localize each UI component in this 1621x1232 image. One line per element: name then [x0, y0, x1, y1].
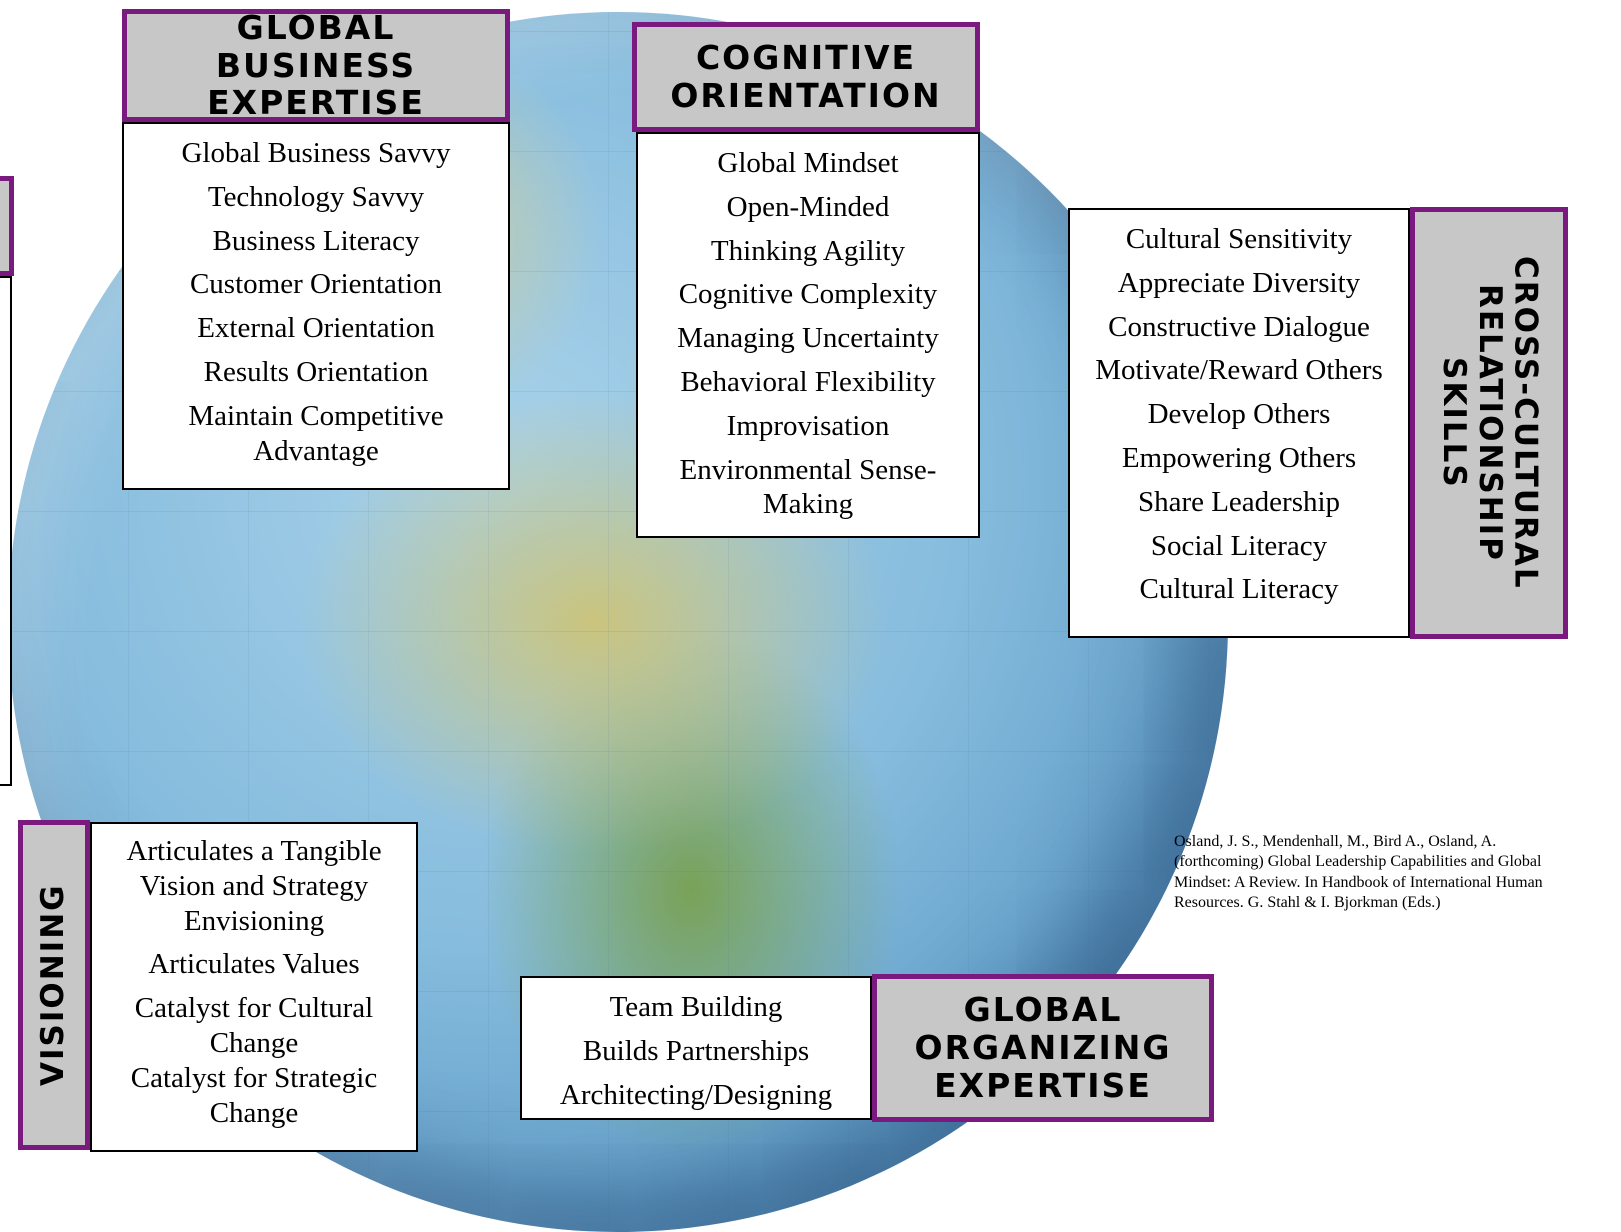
cross-cultural-skills-list: Cultural Sensitivity Appreciate Diversit…: [1068, 208, 1410, 638]
citation-text: Osland, J. S., Mendenhall, M., Bird A., …: [1174, 833, 1543, 912]
left-edge-partial-listbox: [0, 276, 12, 786]
list-item: Managing Uncertainty: [677, 322, 939, 355]
list-item: Constructive Dialogue: [1108, 310, 1370, 343]
visioning-list: Articulates a Tangible Vision and Strate…: [90, 822, 418, 1152]
list-item: Team Building: [609, 991, 783, 1023]
list-item: Articulates Values: [148, 948, 360, 981]
list-item: Behavioral Flexibility: [680, 365, 936, 398]
list-item: Environmental Sense-Making: [679, 453, 937, 521]
list-item: Improvisation: [726, 409, 890, 442]
list-item: Share Leadership: [1137, 485, 1341, 518]
list-item: Business Literacy: [212, 224, 420, 257]
cognitive-orientation-header: COGNITIVE ORIENTATION: [632, 22, 980, 132]
list-item: Develop Others: [1147, 398, 1331, 431]
list-item: Cultural Sensitivity: [1125, 223, 1353, 255]
list-item: Global Mindset: [717, 147, 899, 179]
cognitive-orientation-title: COGNITIVE ORIENTATION: [670, 38, 942, 115]
cross-cultural-skills-header: CROSS-CULTURAL RELATIONSHIP SKILLS: [1410, 207, 1568, 639]
list-item: Maintain Competitive Advantage: [188, 399, 444, 467]
list-item: Cultural Literacy: [1139, 573, 1339, 606]
list-item: Open-Minded: [726, 190, 890, 223]
global-business-expertise-title: GLOBAL BUSINESS EXPERTISE: [207, 7, 425, 123]
list-item: Technology Savvy: [207, 180, 425, 213]
list-item: Empowering Others: [1121, 441, 1357, 474]
list-item: Social Literacy: [1150, 529, 1328, 562]
list-item: Architecting/Designing: [559, 1078, 833, 1111]
global-business-expertise-header: GLOBAL BUSINESS EXPERTISE: [122, 7, 510, 123]
list-item: Thinking Agility: [710, 234, 906, 267]
visioning-title: VISIONING: [35, 883, 72, 1087]
list-item: Envisioning: [183, 904, 325, 937]
global-organizing-title: GLOBAL ORGANIZING EXPERTISE: [914, 990, 1172, 1105]
list-item: External Orientation: [197, 312, 435, 345]
list-item: Cognitive Complexity: [678, 278, 938, 311]
list-item: Motivate/Reward Others: [1095, 354, 1383, 387]
list-item: Catalyst for Strategic Change: [130, 1061, 378, 1129]
list-item: Results Orientation: [203, 355, 429, 388]
list-item: Appreciate Diversity: [1117, 266, 1361, 299]
global-organizing-list: Team Building Builds Partnerships Archit…: [520, 976, 872, 1120]
global-business-expertise-list: Global Business Savvy Technology Savvy B…: [122, 122, 510, 490]
visioning-header: VISIONING: [18, 820, 90, 1150]
list-item: Global Business Savvy: [181, 137, 451, 169]
cross-cultural-skills-title: CROSS-CULTURAL RELATIONSHIP SKILLS: [1436, 256, 1544, 590]
list-item: Builds Partnerships: [582, 1034, 810, 1067]
list-item: Customer Orientation: [189, 268, 443, 301]
list-item: Articulates a Tangible Vision and Strate…: [126, 835, 382, 902]
list-item: Catalyst for Cultural Change: [134, 992, 374, 1059]
global-organizing-header: GLOBAL ORGANIZING EXPERTISE: [872, 974, 1214, 1122]
cognitive-orientation-list: Global Mindset Open-Minded Thinking Agil…: [636, 132, 980, 538]
left-edge-partial-header: [0, 176, 14, 276]
